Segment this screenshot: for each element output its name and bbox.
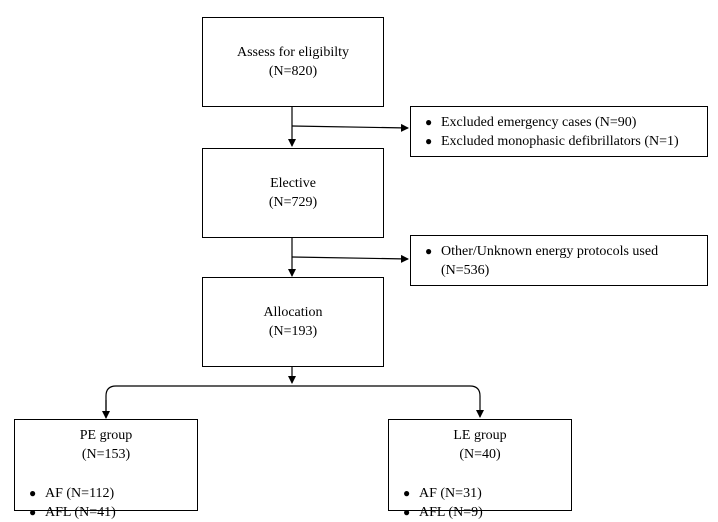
list-item-text: AFL (N=41) [45, 505, 116, 520]
list-item-text: AF (N=112) [45, 486, 115, 501]
exclusion-item: ● Excluded emergency cases (N=90) [425, 113, 707, 132]
elective-count: (N=729) [268, 195, 318, 210]
bullet-icon: ● [425, 114, 433, 129]
elective-title: Elective [270, 176, 316, 191]
list-item: ● AFL (N=9) [403, 503, 571, 522]
eligibility-box: Assess for eligibilty (N=820) [202, 17, 384, 107]
elective-box: Elective (N=729) [202, 148, 384, 238]
list-item-text: AFL (N=9) [419, 505, 483, 520]
other-item: ● Other/Unknown energy protocols used [425, 242, 707, 261]
pe-group-list: ● AF (N=112) ● AFL (N=41) [15, 484, 197, 522]
bullet-icon: ● [403, 505, 411, 519]
le-group-count: (N=40) [459, 447, 501, 462]
list-item: ● AFL (N=41) [29, 503, 197, 522]
list-item: ● AF (N=31) [403, 484, 571, 503]
exclusion-item-text: Excluded monophasic defibrillators (N=1) [441, 133, 679, 149]
arrow-to-exclusion [291, 123, 409, 132]
exclusion-item-text: Excluded emergency cases (N=90) [441, 114, 637, 130]
allocation-box: Allocation (N=193) [202, 277, 384, 367]
bullet-icon: ● [425, 133, 433, 148]
other-protocols-box: ● Other/Unknown energy protocols used (N=… [410, 235, 708, 286]
pe-group-title: PE group [79, 428, 133, 443]
list-item-text: AF (N=31) [419, 486, 482, 501]
arrow-to-other [291, 254, 409, 263]
split-connector [105, 385, 484, 418]
eligibility-count: (N=820) [268, 64, 318, 79]
exclusion-item: ● Excluded monophasic defibrillators (N=1… [425, 132, 707, 151]
pe-group-count: (N=153) [81, 447, 131, 462]
eligibility-title: Assess for eligibilty [237, 45, 349, 60]
bullet-icon: ● [425, 243, 433, 258]
other-line2: (N=536) [441, 262, 490, 278]
le-group-list: ● AF (N=31) ● AFL (N=9) [389, 484, 571, 522]
other-line1: Other/Unknown energy protocols used [441, 243, 659, 259]
allocation-count: (N=193) [268, 324, 318, 339]
le-group-title: LE group [453, 428, 507, 443]
le-group-box: LE group (N=40) ● AF (N=31) ● AFL (N=9) [388, 419, 572, 520]
bullet-icon: ● [403, 486, 411, 500]
pe-group-box: PE group (N=153) ● AF (N=112) ● AFL (N=41) [14, 419, 198, 520]
exclusion-box: ● Excluded emergency cases (N=90) ● Exclud… [410, 106, 708, 157]
bullet-icon: ● [29, 505, 37, 519]
list-item: ● AF (N=112) [29, 484, 197, 503]
allocation-title: Allocation [263, 305, 323, 320]
bullet-icon: ● [29, 486, 37, 500]
